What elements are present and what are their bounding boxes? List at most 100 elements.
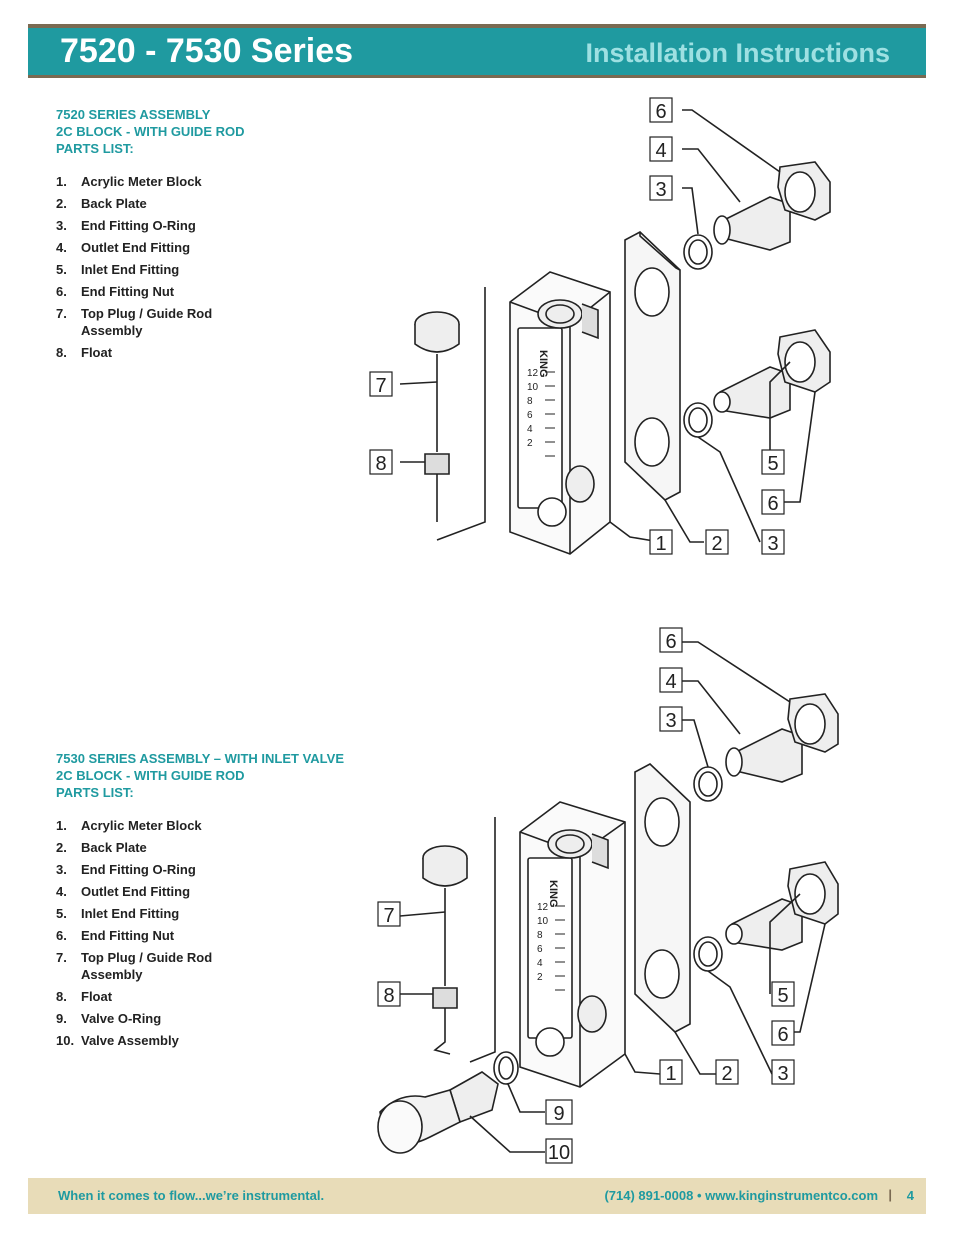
valve-oring <box>493 1051 519 1085</box>
callout-label: 6 <box>777 1024 788 1046</box>
callout-box <box>377 901 401 927</box>
callout-box <box>771 1020 795 1046</box>
callout-box <box>545 1138 573 1164</box>
callout-label: 6 <box>767 493 778 515</box>
list-item: 7. Top Plug / Guide Rod Assembly <box>56 949 386 983</box>
callout-label: 8 <box>383 985 394 1007</box>
scale-ticks <box>555 905 565 991</box>
list-item: 6. End Fitting Nut <box>56 927 386 944</box>
list-item: 5. Inlet End Fitting <box>56 905 386 922</box>
outlet-fitting <box>719 196 791 251</box>
inlet-fitting <box>719 366 791 419</box>
item-label: Top Plug / Guide Rod Assembly <box>81 950 213 982</box>
scale-label: 2 <box>527 438 533 449</box>
callout-label: 7 <box>383 905 394 927</box>
list-item: 6.End Fitting Nut <box>56 283 386 300</box>
float <box>432 987 458 1009</box>
footer-separator: | <box>888 1187 892 1202</box>
callout-label: 3 <box>767 533 778 555</box>
item-label: Valve Assembly <box>81 1033 179 1048</box>
callout-label: 8 <box>375 453 386 475</box>
callout-label: 2 <box>721 1063 732 1085</box>
item-number: 5. <box>56 906 67 921</box>
scale-label: 6 <box>527 410 533 421</box>
callout-box <box>369 449 393 475</box>
heading-line: PARTS LIST: <box>56 785 134 800</box>
item-number: 6. <box>56 284 67 299</box>
oring-top <box>683 234 713 270</box>
brand-logo-text: KING <box>547 880 559 908</box>
callout-label: 1 <box>665 1063 676 1085</box>
callout-label: 5 <box>777 985 788 1007</box>
item-number: 7. <box>56 306 67 321</box>
scale-label: 10 <box>537 916 549 927</box>
item-number: 9. <box>56 1011 67 1026</box>
list-item: 1.Acrylic Meter Block <box>56 173 386 190</box>
callout-box <box>649 175 673 201</box>
item-label: End Fitting O-Ring <box>81 862 196 877</box>
heading-line: 2C BLOCK - WITH GUIDE ROD <box>56 124 245 139</box>
callout-label: 5 <box>767 453 778 475</box>
list-item: 8.Float <box>56 344 386 361</box>
list-item: 5. Inlet End Fitting <box>56 261 386 278</box>
scale-label: 8 <box>527 396 533 407</box>
scale-label: 12 <box>527 368 539 379</box>
callout-box <box>771 981 795 1007</box>
bottom-port <box>565 465 595 503</box>
callout-label: 9 <box>553 1103 564 1125</box>
callout-box <box>659 667 683 693</box>
scale-ticks <box>545 371 555 457</box>
brand-logo-text: KING <box>537 350 549 378</box>
page-title: 7520 - 7530 Series <box>60 32 354 70</box>
callout-label: 3 <box>655 179 666 201</box>
page-subtitle: Installation Instructions <box>585 38 890 68</box>
scale-label: 2 <box>537 972 543 983</box>
bottom-port <box>577 995 607 1033</box>
item-label: Inlet End Fitting <box>81 262 180 277</box>
list-item: 8. Float <box>56 988 386 1005</box>
scale-label: 6 <box>537 944 543 955</box>
section-heading: 7520 SERIES ASSEMBLY 2C BLOCK - WITH GUI… <box>56 106 386 157</box>
callout-box <box>659 627 683 653</box>
scale-label: 10 <box>527 382 539 393</box>
callout-box <box>649 136 673 162</box>
item-label: Float <box>81 989 113 1004</box>
item-number: 7. <box>56 950 67 965</box>
callout-label: 3 <box>665 710 676 732</box>
item-number: 6. <box>56 928 67 943</box>
callout-label: 6 <box>655 101 666 123</box>
callout-box <box>649 97 673 123</box>
item-label: End Fitting Nut <box>81 928 175 943</box>
item-number: 4. <box>56 240 67 255</box>
float <box>424 453 450 475</box>
list-item: 2.Back Plate <box>56 839 386 856</box>
item-number: 4. <box>56 884 67 899</box>
parts-list: 1. Acrylic Meter Block 2.Back Plate 3. End… <box>56 817 386 1049</box>
callout-box <box>761 449 785 475</box>
item-label: Acrylic Meter Block <box>81 818 202 833</box>
heading-line: 2C BLOCK - WITH GUIDE ROD <box>56 768 245 783</box>
item-number: 8. <box>56 345 67 360</box>
list-item: 4.Outlet End Fitting <box>56 239 386 256</box>
item-label: End Fitting O-Ring <box>81 218 196 233</box>
item-label: Inlet End Fitting <box>81 906 180 921</box>
list-item: 1. Acrylic Meter Block <box>56 817 386 834</box>
outlet-fitting <box>731 728 803 783</box>
list-item: 3. End Fitting O-Ring <box>56 861 386 878</box>
scale-label: 8 <box>537 930 543 941</box>
plate-hole-bottom <box>644 949 680 999</box>
item-number: 8. <box>56 989 67 1004</box>
callout-box <box>761 489 785 515</box>
inlet-fitting <box>731 898 803 951</box>
section-7520: 7520 SERIES ASSEMBLY 2C BLOCK - WITH GUI… <box>56 106 386 366</box>
callout-box <box>377 981 401 1007</box>
item-number: 3. <box>56 862 67 877</box>
scale-labels: 12 10 8 6 4 2 <box>537 902 549 983</box>
item-number: 1. <box>56 818 67 833</box>
scale-label: 4 <box>537 958 543 969</box>
item-number: 5. <box>56 262 67 277</box>
diagram-7520-exploded-view: 12 10 8 6 4 2 KING 6 4 3 7 8 5 6 1 2 3 <box>369 97 831 555</box>
footer-contact: (714) 891-0008 • www.kinginstrumentco.co… <box>604 1188 878 1203</box>
plate-hole-top <box>634 267 670 317</box>
item-label: Top Plug / Guide Rod Assembly <box>81 306 213 338</box>
